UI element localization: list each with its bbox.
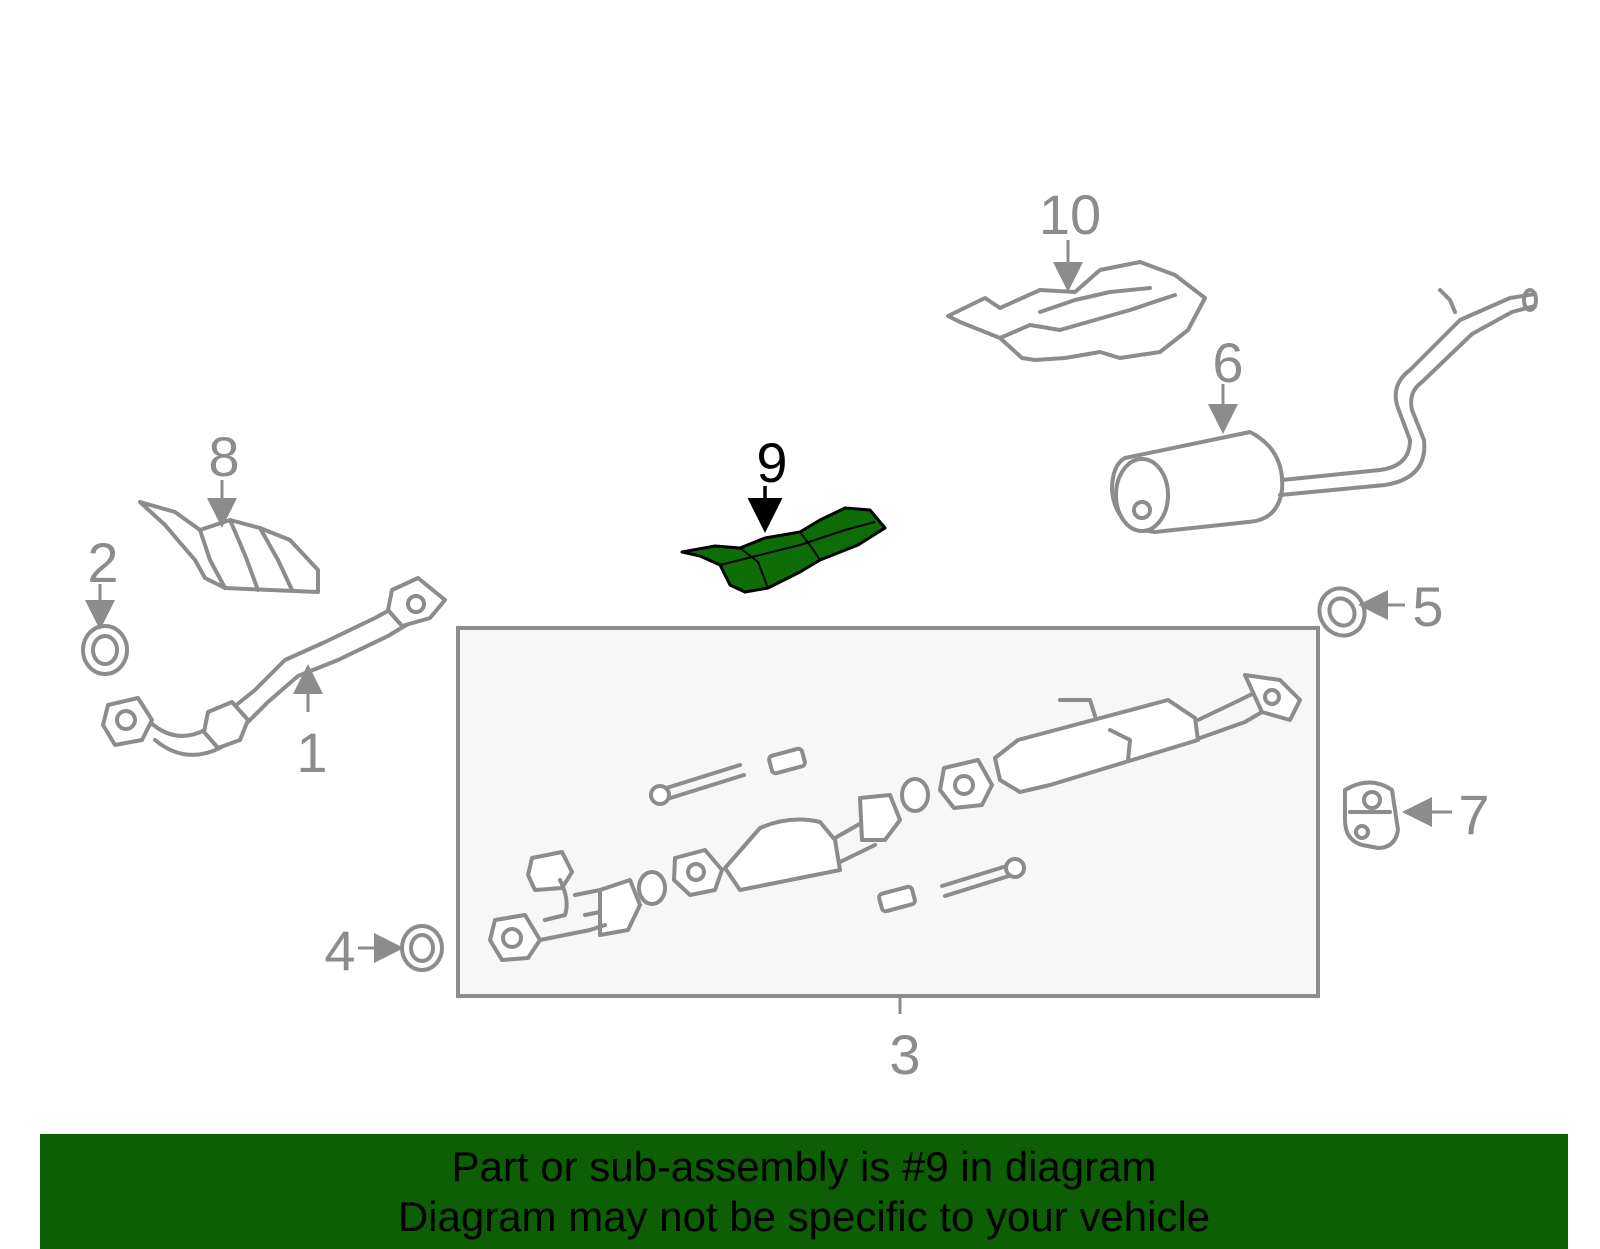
heat-shield-part-8[interactable] — [138, 500, 320, 594]
banner-line-disclaimer: Diagram may not be specific to your vehi… — [397, 1193, 1211, 1240]
callout-7: 7 — [1458, 783, 1489, 846]
callout-1: 1 — [296, 721, 327, 784]
callout-4: 4 — [324, 919, 355, 982]
heat-shield-part-10[interactable] — [946, 260, 1207, 362]
callout-3: 3 — [889, 1023, 920, 1086]
converter-assembly-part-3[interactable] — [488, 673, 1302, 962]
banner-line-part-info: Part or sub-assembly is #9 in diagram — [451, 1143, 1157, 1190]
heat-shield-part-9[interactable] — [680, 506, 887, 594]
hanger-part-7[interactable] — [1343, 780, 1400, 850]
info-banner: Part or sub-assembly is #9 in diagram Di… — [40, 1134, 1568, 1249]
callout-5: 5 — [1412, 575, 1443, 638]
muffler-part-6[interactable] — [1110, 288, 1538, 534]
callout-10: 10 — [1039, 183, 1101, 246]
gasket-part-2[interactable] — [81, 624, 129, 676]
callout-9-selected: 9 — [756, 431, 787, 494]
gasket-part-5[interactable] — [1311, 580, 1373, 644]
callout-6: 6 — [1212, 331, 1243, 394]
callout-8: 8 — [208, 425, 239, 488]
gasket-part-4[interactable] — [400, 924, 444, 972]
callout-2: 2 — [87, 531, 118, 594]
front-pipe-part-1[interactable] — [101, 576, 447, 757]
